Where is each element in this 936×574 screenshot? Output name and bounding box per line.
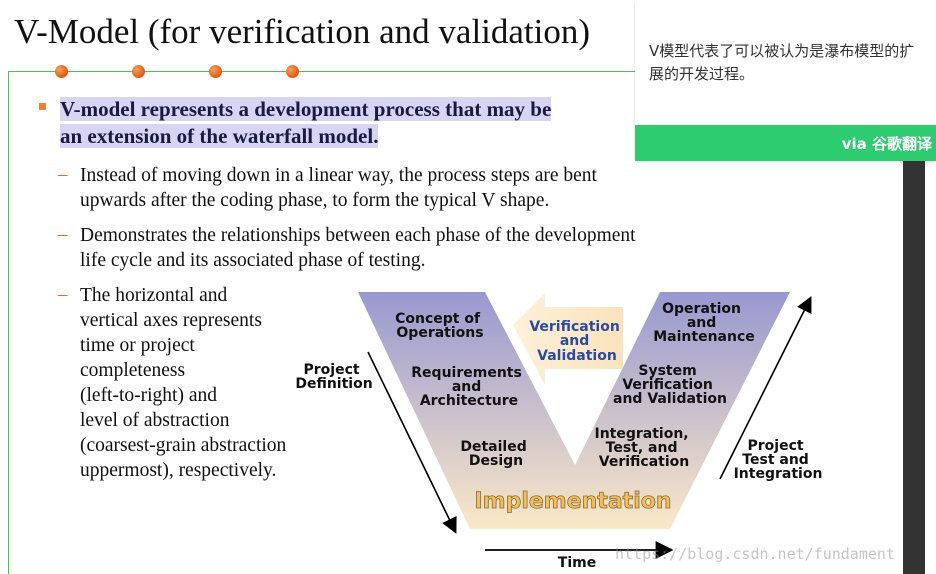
stage-requirements: Requirements and Architecture <box>411 365 526 409</box>
implementation-label: Implementation <box>474 489 671 514</box>
scrollbar-strip[interactable] <box>903 161 925 574</box>
decoration-dot <box>55 65 68 78</box>
sub-bullet-line: (left-to-right) and <box>80 385 217 406</box>
sub-bullet-line: life cycle and its associated phase of t… <box>80 250 426 271</box>
main-bullet: V-model represents a development process… <box>60 96 660 150</box>
sub-bullet-line: upwards after the coding phase, to form … <box>80 190 550 211</box>
translation-source-label: via 谷歌翻译 <box>841 134 932 153</box>
title-underline <box>8 71 648 72</box>
slide-title: V-Model (for verification and validation… <box>14 12 591 51</box>
time-label: Time <box>558 555 596 571</box>
sub-bullet-2: Demonstrates the relationships between e… <box>80 223 636 273</box>
dash-marker: – <box>58 284 68 305</box>
sub-bullet-line: vertical axes represents <box>80 310 262 331</box>
project-definition-arrow <box>367 351 457 534</box>
stage-operation-maintenance: Operation and Maintenance <box>653 301 755 345</box>
dash-marker: – <box>58 164 68 185</box>
stage-integration-test: Integration, Test, and Verification <box>594 426 693 470</box>
dash-marker: – <box>58 224 68 245</box>
sub-bullet-line: Demonstrates the relationships between e… <box>80 225 636 246</box>
verification-arrow-shape <box>513 293 623 385</box>
translation-footer[interactable]: via 谷歌翻译 <box>635 125 936 161</box>
decoration-dot <box>132 65 145 78</box>
stage-detailed-design: Detailed Design <box>460 439 531 469</box>
watermark: https://blog.csdn.net/fundament <box>615 545 895 563</box>
translation-text: V模型代表了可以被认为是瀑布模型的扩展的开发过程。 <box>649 42 915 83</box>
sub-bullet-1: Instead of moving down in a linear way, … <box>80 163 597 213</box>
main-bullet-line: an extension of the waterfall model. <box>60 124 379 148</box>
sub-bullet-3: The horizontal and vertical axes represe… <box>80 283 286 483</box>
decoration-dot <box>286 65 299 78</box>
left-axis-label: Project Definition <box>295 362 372 392</box>
stage-system-verification: System Verification and Validation <box>613 363 727 407</box>
sub-bullet-line: completeness <box>80 360 186 381</box>
sub-bullet-line: (coarsest-grain abstraction <box>80 435 287 456</box>
bullet-square-icon <box>39 103 46 110</box>
sub-bullet-line: Instead of moving down in a linear way, … <box>80 165 597 186</box>
v-shape <box>358 292 790 529</box>
main-bullet-line: V-model represents a development process… <box>60 97 552 121</box>
verification-validation-label: Verification and Validation <box>529 319 624 364</box>
stage-concept-of-operations: Concept of Operations <box>395 311 485 341</box>
v-model-diagram: Project Definition Project Test and Inte… <box>295 292 823 571</box>
sub-bullet-line: The horizontal and <box>80 285 228 306</box>
translation-popup: V模型代表了可以被认为是瀑布模型的扩展的开发过程。 via 谷歌翻译 <box>635 0 936 161</box>
project-test-arrow <box>719 296 812 480</box>
right-axis-label: Project Test and Integration <box>734 438 823 482</box>
sub-bullet-line: uppermost), respectively. <box>80 460 277 481</box>
sub-bullet-line: time or project <box>80 335 195 356</box>
slide-left-border <box>8 71 9 574</box>
decoration-dot <box>209 65 222 78</box>
sub-bullet-line: level of abstraction <box>80 410 230 431</box>
